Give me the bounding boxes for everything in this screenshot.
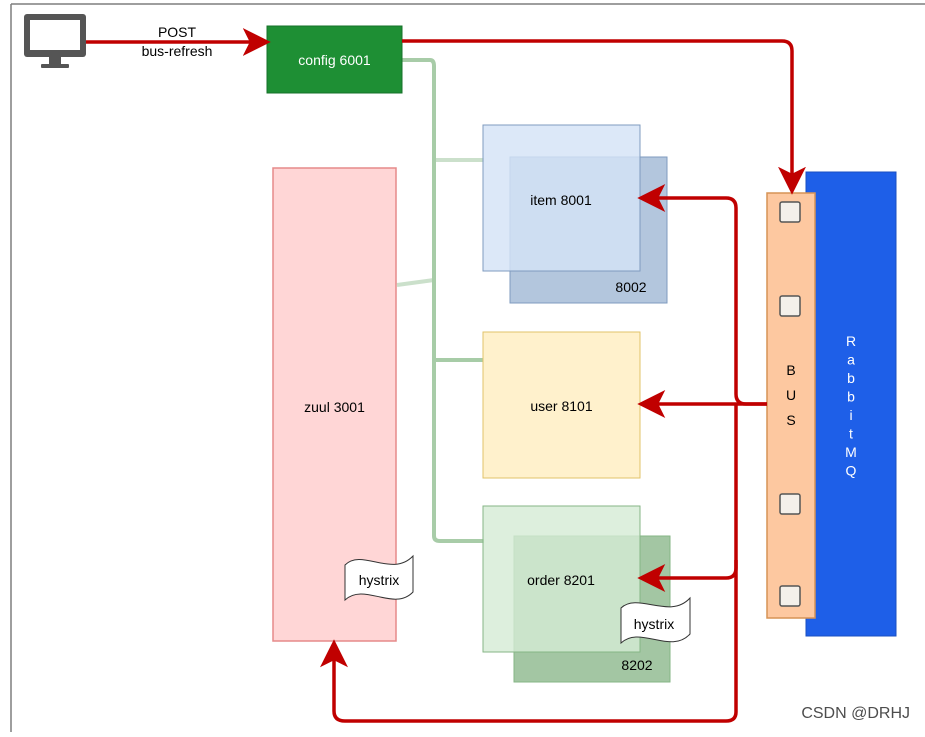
rabbit-letter: M xyxy=(845,444,857,460)
order-primary-label: order 8201 xyxy=(527,572,595,588)
bus-letter: U xyxy=(786,387,796,403)
monitor-icon xyxy=(24,14,86,68)
bus-slot xyxy=(779,493,801,515)
zuul-gateway-label: zuul 3001 xyxy=(304,399,365,415)
config-service-box xyxy=(266,25,403,94)
item-replica-label: 8002 xyxy=(615,279,646,295)
config-to-bus-arrow xyxy=(402,39,806,195)
bus-slots xyxy=(779,201,801,607)
rabbit-letter: b xyxy=(847,389,855,405)
bus-letter: B xyxy=(786,362,795,378)
item-primary-label: item 8001 xyxy=(530,192,592,208)
canvas-frame xyxy=(10,3,925,732)
request-method-label: POST xyxy=(158,24,197,40)
hystrix-order-label: hystrix xyxy=(634,616,674,632)
rabbit-letter: Q xyxy=(846,463,857,479)
rabbit-letter: R xyxy=(846,333,856,349)
item-primary-box xyxy=(482,124,641,272)
rabbitmq-box xyxy=(805,171,897,637)
order-primary-box xyxy=(482,505,641,653)
request-path-label: bus-refresh xyxy=(142,43,213,59)
bus-to-zuul-arrow xyxy=(320,560,738,723)
rabbit-letter: t xyxy=(849,426,853,442)
config-distribution-links xyxy=(396,58,484,543)
rabbit-letter: b xyxy=(847,370,855,386)
rabbit-letter: a xyxy=(847,352,855,368)
hystrix-zuul-tape: hystrix xyxy=(344,554,414,602)
bus-slot xyxy=(779,201,801,223)
order-replica-label: 8202 xyxy=(621,657,652,673)
bus-slot xyxy=(779,295,801,317)
bus-letter: S xyxy=(786,412,795,428)
user-service-label: user 8101 xyxy=(530,398,592,414)
rabbit-letter: i xyxy=(849,407,852,423)
hystrix-order-tape: hystrix xyxy=(620,596,691,645)
bus-slot xyxy=(779,585,801,607)
bus-box xyxy=(766,192,816,619)
bus-vertical-label: BUS xyxy=(786,362,796,428)
csdn-credit-watermark: CSDN @DRHJ xyxy=(801,705,910,722)
hystrix-zuul-label: hystrix xyxy=(359,572,399,588)
config-service-label: config 6001 xyxy=(298,52,371,68)
